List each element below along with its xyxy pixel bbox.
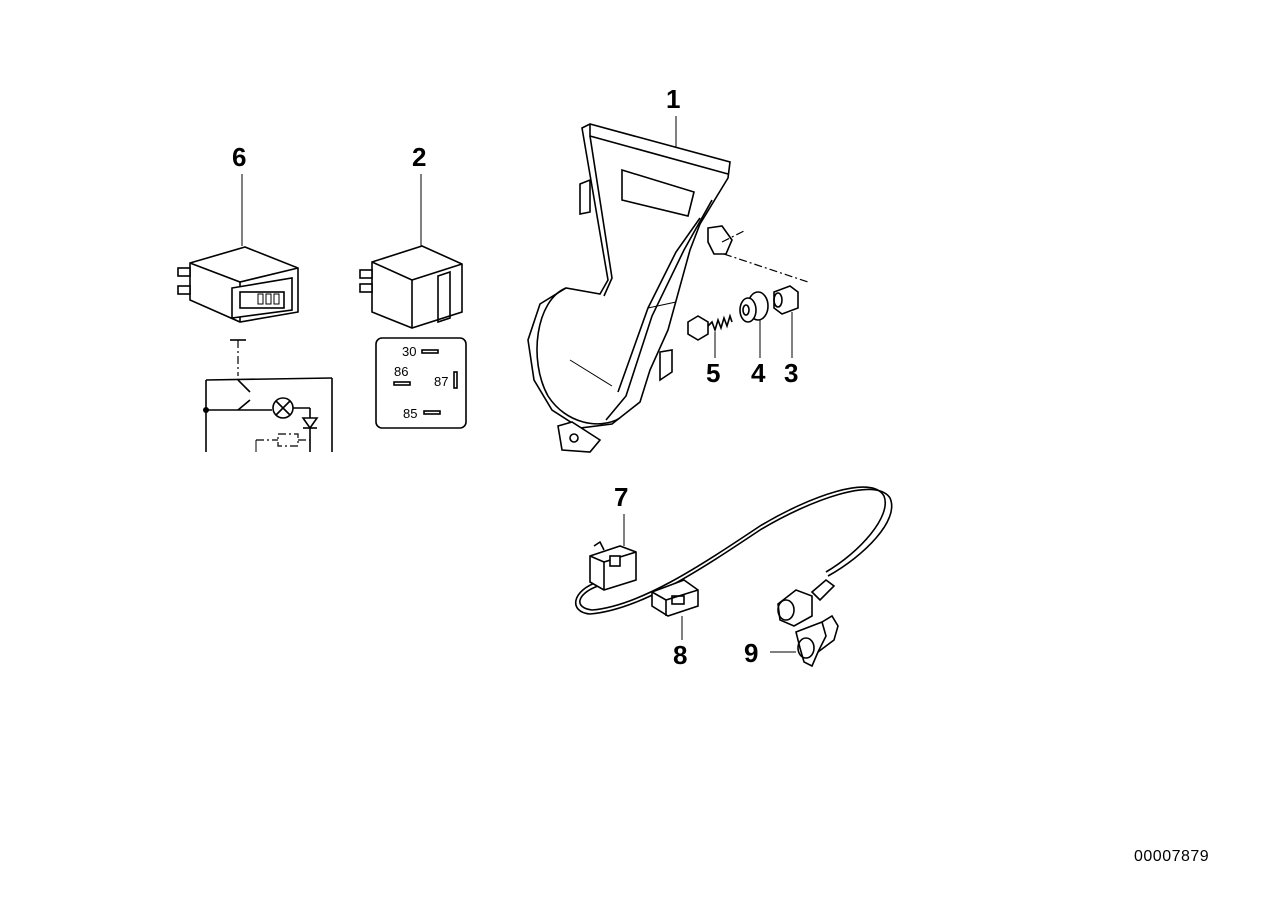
spacer-body	[773, 285, 799, 315]
horn-body	[527, 123, 731, 429]
callout-4: 4	[751, 358, 766, 388]
part-3-spacer[interactable]: 3	[773, 285, 799, 388]
callout-6: 6	[232, 142, 246, 172]
horn-mount-bracket	[557, 421, 602, 453]
part-7-connector-plug[interactable]: 7	[589, 482, 637, 591]
relay-body	[371, 245, 463, 329]
relay-pin-diagram: 30 86 87 85	[375, 337, 467, 429]
part-2-relay[interactable]: 2	[359, 142, 463, 329]
sensor-plug[interactable]	[777, 578, 836, 627]
part-8-holder-clip[interactable]: 8	[651, 579, 699, 670]
callout-2: 2	[412, 142, 426, 172]
part-9-retaining-clip[interactable]: 9	[744, 614, 839, 668]
harness-cable	[574, 488, 893, 615]
pin-87-label: 87	[434, 374, 448, 389]
part-5-screw[interactable]: 5	[687, 313, 733, 388]
callout-1: 1	[666, 84, 680, 114]
part-4-bushing[interactable]: 4	[739, 291, 769, 388]
sensor-plug-body	[777, 589, 813, 627]
part-1-horn[interactable]: 1	[527, 84, 809, 453]
plug-body	[589, 545, 637, 591]
pin-86-label: 86	[394, 364, 408, 379]
pin-85-label: 85	[403, 406, 417, 421]
wiring-harness[interactable]	[574, 486, 893, 615]
screw-head	[687, 315, 709, 341]
diagram-reference-number: 00007879	[1134, 848, 1210, 865]
callout-7: 7	[614, 482, 628, 512]
callout-3: 3	[784, 358, 798, 388]
pin-30-label: 30	[402, 344, 416, 359]
horn-terminal	[707, 225, 733, 255]
callout-9: 9	[744, 638, 758, 668]
callout-8: 8	[673, 640, 687, 670]
retaining-clip-body	[795, 614, 839, 668]
part-6-switch[interactable]: 6	[177, 142, 299, 323]
switch-circuit-symbol	[203, 339, 333, 452]
callout-5: 5	[706, 358, 720, 388]
